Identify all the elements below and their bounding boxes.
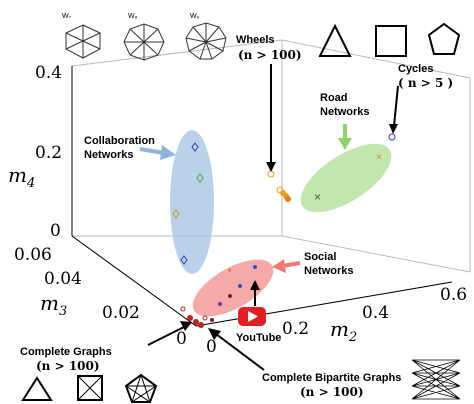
y-tick-labels: 0.06 0.04 0.02 0 [14,245,187,349]
wheel-points [267,170,291,202]
collab-point [196,173,204,183]
y-axis-line [71,235,197,327]
collab-arrowhead [160,145,176,160]
social-arrow [281,261,301,268]
complete-graph-k5-icon [124,373,158,404]
complete-bipartite-graph-icon [411,359,461,400]
complete-graph-point [210,318,214,322]
youtube-logo: YouTube [236,307,281,344]
arrows [139,64,399,371]
x-tick-label: 0 [206,337,217,357]
social-points: * [218,265,257,306]
y-tick-label: 0.06 [14,245,52,265]
social-point [228,294,232,298]
square-cycle-icon [375,25,407,57]
complete-arrowhead [180,321,192,331]
youtube-label: YouTube [236,332,281,344]
wheel-graph-illustrations: W₇ W₈ W₉ [62,13,461,61]
complete-graph-k4-icon [77,375,103,401]
complete-label-1: Complete Graphs [20,346,112,358]
road-arrowhead [338,138,352,150]
social-label-2: Networks [304,265,354,277]
wheel-point [285,196,291,202]
cycles-label: Cycles [398,63,433,75]
origin-cluster [180,306,214,328]
z-tick-labels: 0.4 0.2 0 [35,63,62,241]
bipartite-label-1: Complete Bipartite Graphs [262,372,401,384]
z-axis-label: m4 [8,163,35,191]
x-tick-labels: 0 0.2 0.4 0.6 [206,285,467,357]
social-point: * [228,267,232,277]
wheel-graph-w7-icon: W₇ [62,13,101,59]
collab-point [180,255,188,265]
y-axis-label: m3 [40,291,67,319]
social-point [253,265,257,269]
wheel-graph-w9-icon: W₉ [185,13,227,60]
z-tick-label: 0.4 [35,63,62,83]
collab-point [172,209,180,219]
complete-label-2: (n > 100) [36,359,100,373]
z-tick-label: 0.2 [35,143,62,163]
cycles-condition: ( n > 5 ) [398,76,453,90]
wheels-condition: (n > 100) [238,48,302,62]
cycles-arrowhead [389,124,398,134]
wheels-label: Wheels [236,34,275,46]
complete-graph-point [193,319,199,325]
complete-graph-point [187,315,193,321]
complete-graph-point [202,315,208,321]
x-tick-label: 0.2 [282,319,309,339]
collab-arrow [139,147,165,155]
x-axis-label: m2 [330,317,357,345]
road-label-1: Road [320,92,348,104]
wheel-label-w9: W₉ [190,13,200,20]
complete-arrow [147,326,185,346]
bipartite-arrowhead [208,328,221,340]
wheels-arrowhead [266,162,276,172]
collab-point [191,142,199,152]
triangle-cycle-icon [318,23,352,57]
social-point [218,302,222,306]
complete-graph-illustrations [21,373,158,404]
bipartite-arrow [215,333,265,371]
complete-graph-point [198,322,204,328]
pentagon-cycle-icon [427,22,461,55]
collab-label-2: Networks [84,149,134,161]
complete-graph-k3-icon [21,376,53,401]
road-point: × [376,152,382,163]
cycles-arrow [393,85,399,127]
complete-graph-point [180,306,186,312]
social-arrowhead [272,259,286,273]
road-networks-ellipse [300,143,392,213]
cycle-graph-icons [318,22,461,57]
bipartite-label-2: (n > 100) [300,385,364,399]
x-tick-label: 0.4 [362,303,389,323]
road-point: × [314,190,321,204]
wheel-graph-w8-icon: W₈ [123,13,165,61]
collab-label-1: Collaboration [84,135,155,147]
youtube-arrowhead [250,280,260,290]
social-point [238,284,242,288]
collaboration-points [172,142,204,265]
road-label-2: Networks [320,106,370,118]
play-icon [248,311,258,322]
road-points: × × [314,152,382,204]
x-tick-label: 0.6 [440,285,467,305]
z-tick-label: 0 [50,221,61,241]
cycles-point [388,133,396,141]
y-tick-label: 0.02 [102,303,140,323]
wheel-label-w8: W₈ [128,13,138,20]
y-tick-label: 0.04 [44,269,82,289]
social-networks-ellipse [192,259,274,317]
social-label-1: Social [304,251,336,263]
collaboration-networks-ellipse [170,130,214,274]
wheel-label-w7: W₇ [62,13,72,20]
y-tick-label: 0 [176,329,187,349]
back-floor-right [281,235,471,273]
